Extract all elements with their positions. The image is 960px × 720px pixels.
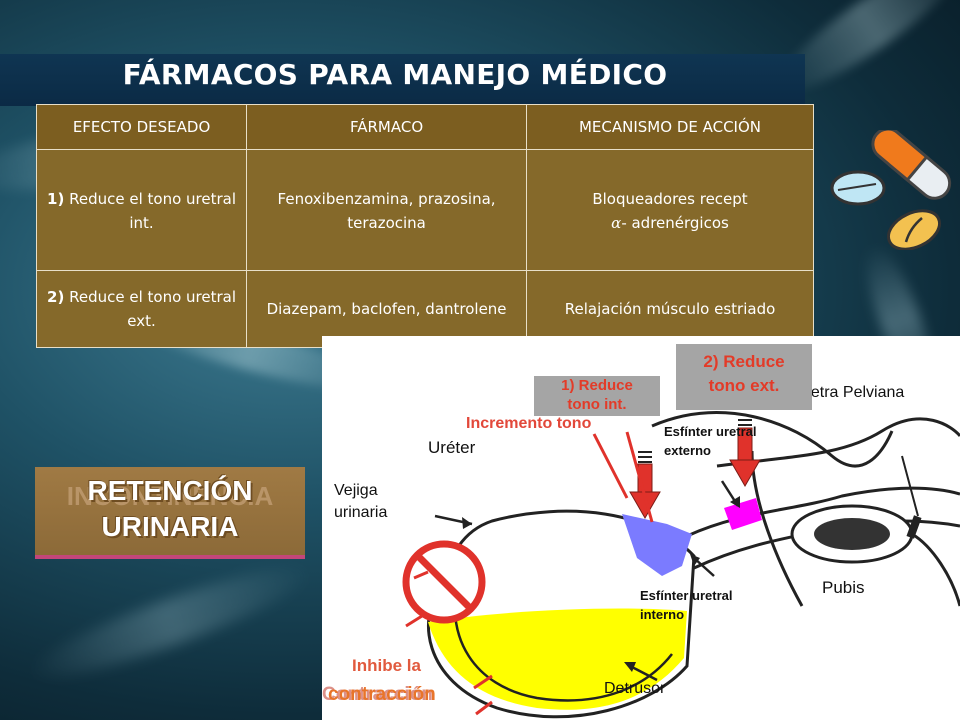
pills-icon <box>830 130 952 250</box>
retention-title: RETENCIÓN URINARIA <box>35 473 305 545</box>
bladder-diagram: Uréter Vejiga urinaria Uretra Pelviana E… <box>322 336 960 720</box>
external-sphincter-line: externo <box>664 443 711 458</box>
retention-line: URINARIA <box>101 511 239 542</box>
reduce-external-tone-box: 2) Reduce tono ext. <box>676 344 812 410</box>
bladder-label: Vejiga urinaria <box>334 480 387 524</box>
mechanism-line: α- adrenérgicos <box>533 211 807 235</box>
mechanism-cell: Relajación músculo estriado <box>526 270 814 348</box>
incremento-tono-label: Incremento tono <box>466 415 592 432</box>
uretra-pelviana-label: Uretra Pelviana <box>794 384 905 401</box>
bladder-label-line: Vejiga <box>334 482 378 499</box>
box-line: 2) Reduce <box>703 352 785 371</box>
internal-sphincter-label: Esfínter uretral interno <box>640 586 732 624</box>
inhibe-label: Inhibe la <box>352 656 421 675</box>
drug-cell: Diazepam, baclofen, dantrolene <box>246 270 528 348</box>
title-bar <box>0 54 805 106</box>
background-nerve <box>21 550 319 695</box>
effect-number: 2) <box>47 288 65 306</box>
detrusor-label: Detrusor <box>604 680 666 697</box>
slide-title: FÁRMACOS PARA MANEJO MÉDICO <box>122 58 668 91</box>
contraccion-overlay-label: Contracción <box>322 684 433 705</box>
pubis-label: Pubis <box>822 578 865 597</box>
ureter-label: Uréter <box>428 438 476 457</box>
header-cell: FÁRMACO <box>246 104 528 150</box>
external-sphincter-label: Esfínter uretral externo <box>664 422 756 460</box>
incontinence-overlay-text: INCONTINENCIA <box>66 481 274 511</box>
table-header-row: EFECTO DESEADO FÁRMACO MECANISMO DE ACCI… <box>35 104 814 150</box>
header-cell: MECANISMO DE ACCIÓN <box>526 104 814 150</box>
retention-line: RETENCIÓN <box>87 475 253 506</box>
drug-cell: Fenoxibenzamina, prazosina, terazocina <box>246 149 528 271</box>
drug-table: EFECTO DESEADO FÁRMACO MECANISMO DE ACCI… <box>35 104 814 348</box>
effect-number: 1) <box>47 190 65 208</box>
effect-cell: 1) Reduce el tono uretral int. <box>35 149 248 271</box>
box-line: 1) Reduce <box>561 377 633 394</box>
effect-text: Reduce el tono uretral ext. <box>64 288 237 330</box>
box-line: tono ext. <box>708 376 780 395</box>
effect-cell: 2) Reduce el tono uretral ext. <box>35 270 248 348</box>
mechanism-cell: Bloqueadores recept α- adrenérgicos <box>526 149 814 271</box>
effect-text: Reduce el tono uretral int. <box>64 190 237 232</box>
internal-sphincter-line: interno <box>640 607 685 622</box>
table-row: 2) Reduce el tono uretral ext. Diazepam,… <box>35 270 814 348</box>
contraccion-label: contracción <box>328 684 436 705</box>
bladder-label-line: urinaria <box>334 504 388 521</box>
retention-box <box>35 467 305 559</box>
header-cell: EFECTO DESEADO <box>35 104 248 150</box>
external-sphincter-line: Esfínter uretral <box>664 424 757 439</box>
alpha-symbol: α <box>611 214 622 232</box>
table-row: 1) Reduce el tono uretral int. Fenoxiben… <box>35 149 814 271</box>
mechanism-text: - adrenérgicos <box>621 214 729 232</box>
diagram-drawing <box>402 411 960 719</box>
box-line: tono int. <box>567 396 627 413</box>
mechanism-line: Bloqueadores recept <box>592 190 748 208</box>
internal-sphincter-line: Esfínter uretral <box>640 588 733 603</box>
reduce-internal-tone-box: 1) Reduce tono int. <box>534 376 660 416</box>
